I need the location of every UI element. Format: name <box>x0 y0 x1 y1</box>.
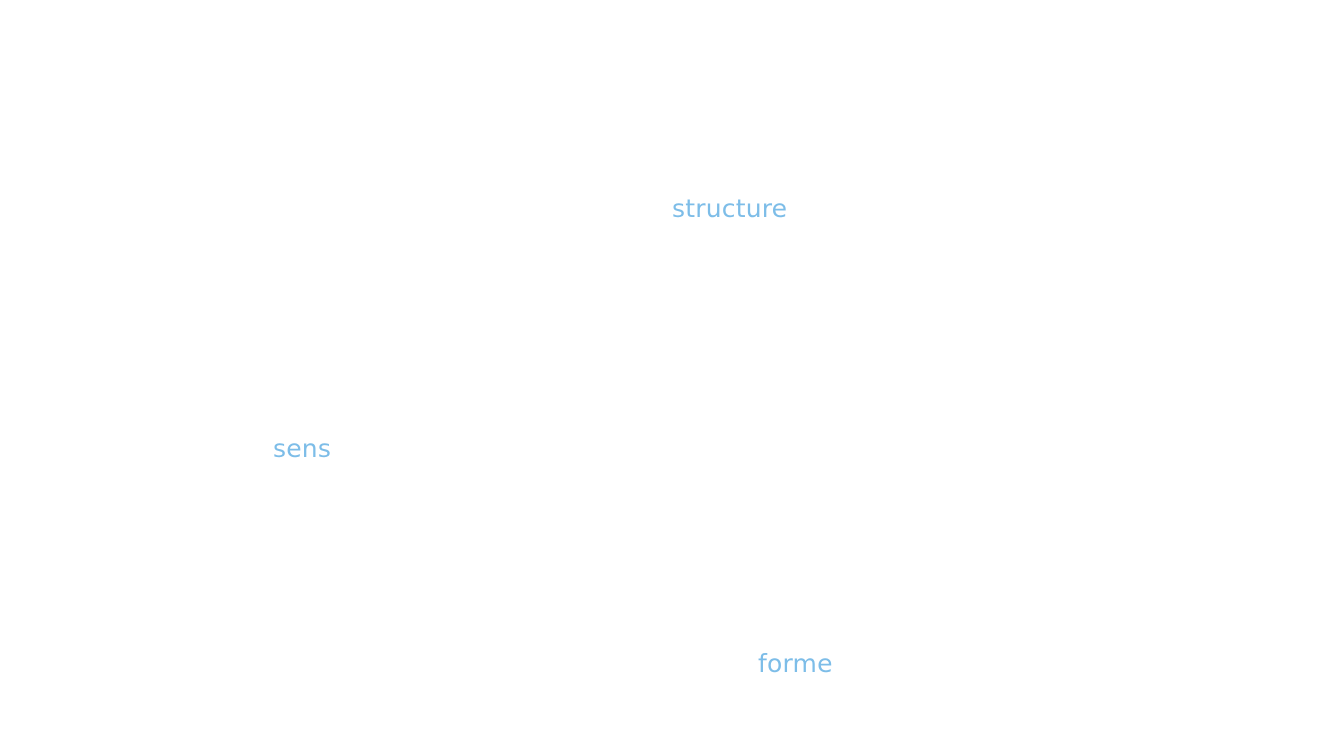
label-structure: structure <box>672 194 788 223</box>
label-sens: sens <box>273 434 332 463</box>
label-forme: forme <box>758 649 833 678</box>
